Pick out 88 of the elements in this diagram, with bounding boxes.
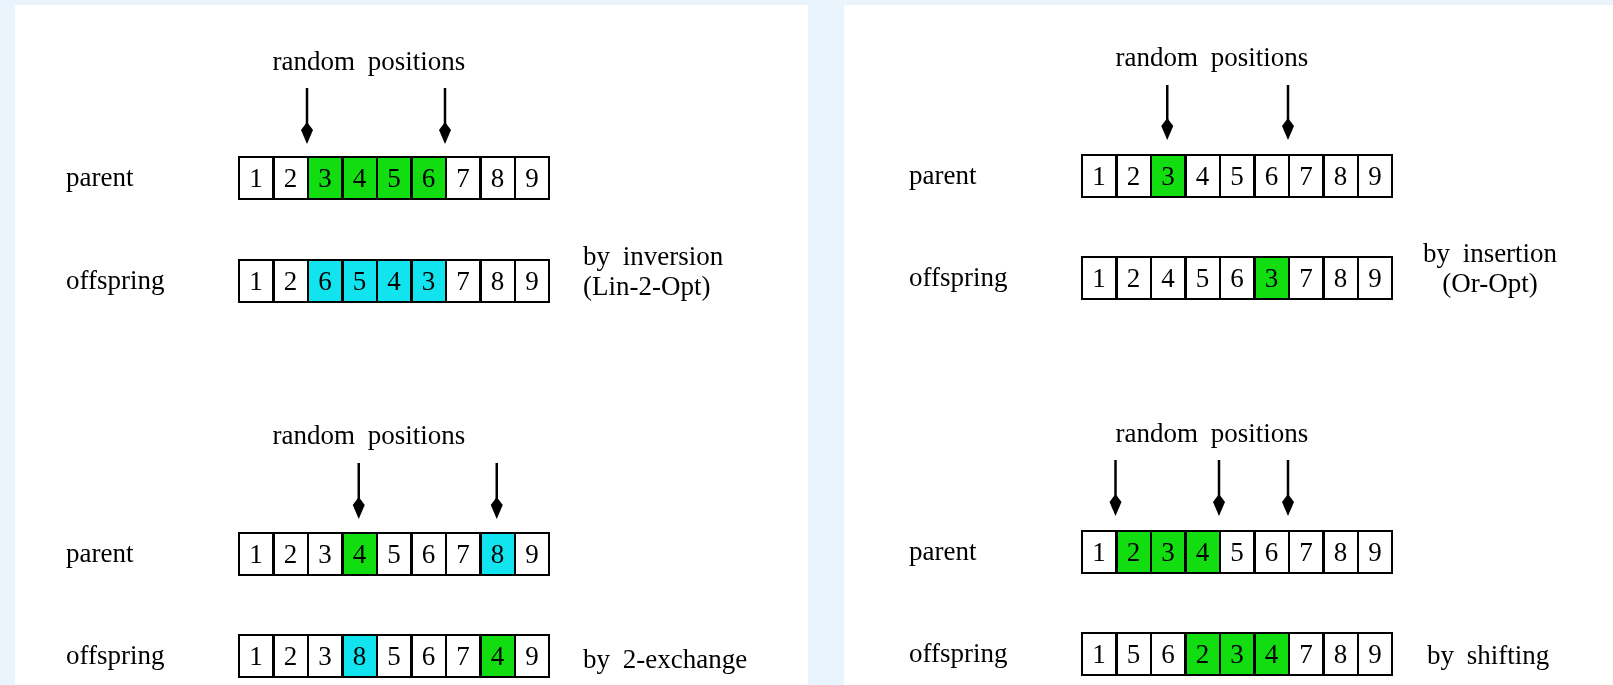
array-cell: 8 xyxy=(479,259,516,303)
row-label: parent xyxy=(66,538,134,568)
array-cell: 9 xyxy=(1357,632,1393,676)
row-label: offspring xyxy=(909,262,1008,292)
array-cell: 3 xyxy=(1253,256,1290,300)
array-cell: 2 xyxy=(1115,530,1152,574)
array-cell: 5 xyxy=(1115,632,1152,676)
array-cell: 6 xyxy=(1150,632,1186,676)
array-cell: 8 xyxy=(1322,530,1359,574)
array-cell: 7 xyxy=(445,634,481,678)
array-cell: 9 xyxy=(514,532,550,576)
array-cell: 1 xyxy=(1081,256,1117,300)
array-cell: 4 xyxy=(1184,530,1221,574)
array-cell: 6 xyxy=(1253,154,1290,198)
row-label: offspring xyxy=(66,640,165,670)
array-cell: 2 xyxy=(272,259,309,303)
heading: random positions xyxy=(272,420,466,450)
array-cell: 9 xyxy=(1357,154,1393,198)
array-cell: 7 xyxy=(1288,632,1324,676)
array-cell: 1 xyxy=(238,634,274,678)
array-cell: 5 xyxy=(376,532,412,576)
array-cell: 7 xyxy=(445,532,481,576)
array-cell: 3 xyxy=(1150,154,1186,198)
heading: random positions xyxy=(1115,42,1309,72)
array-cell: 6 xyxy=(307,259,343,303)
array-cell: 4 xyxy=(341,532,378,576)
array-cell: 2 xyxy=(1184,632,1221,676)
array-cell: 2 xyxy=(272,532,309,576)
array-cell: 2 xyxy=(272,634,309,678)
array-cell: 8 xyxy=(1322,632,1359,676)
array-cell: 5 xyxy=(376,156,412,200)
array-cell: 3 xyxy=(410,259,447,303)
array-cell: 8 xyxy=(479,532,516,576)
row-label: offspring xyxy=(66,265,165,295)
array-cell: 7 xyxy=(1288,530,1324,574)
row-label: parent xyxy=(909,536,977,566)
array-cell: 1 xyxy=(238,156,274,200)
method-caption: by 2-exchange xyxy=(583,644,749,674)
row-label: parent xyxy=(909,160,977,190)
array-cell: 8 xyxy=(479,156,516,200)
array-cell: 6 xyxy=(410,156,447,200)
heading: random positions xyxy=(1115,418,1309,448)
array-cell: 1 xyxy=(238,532,274,576)
array-cell: 7 xyxy=(1288,154,1324,198)
array-cell: 4 xyxy=(479,634,516,678)
array-cell: 2 xyxy=(1115,256,1152,300)
array-cell: 5 xyxy=(1219,154,1255,198)
array-cell: 2 xyxy=(1115,154,1152,198)
array-cell: 9 xyxy=(514,259,550,303)
array-cell: 3 xyxy=(307,532,343,576)
array-cell: 1 xyxy=(1081,154,1117,198)
array-cell: 7 xyxy=(445,259,481,303)
heading: random positions xyxy=(272,46,466,76)
array-cell: 6 xyxy=(410,532,447,576)
array-cell: 5 xyxy=(341,259,378,303)
array-cell: 1 xyxy=(1081,632,1117,676)
array-cell: 7 xyxy=(445,156,481,200)
array-cell: 6 xyxy=(1219,256,1255,300)
array-cell: 5 xyxy=(1184,256,1221,300)
array-cell: 6 xyxy=(1253,530,1290,574)
array-cell: 1 xyxy=(1081,530,1117,574)
method-caption: by insertion (Or-Opt) xyxy=(1421,238,1559,298)
array-cell: 4 xyxy=(376,259,412,303)
array-cell: 2 xyxy=(272,156,309,200)
array-cell: 4 xyxy=(1150,256,1186,300)
method-caption: by shifting xyxy=(1427,640,1551,670)
array-cell: 9 xyxy=(514,156,550,200)
array-cell: 5 xyxy=(1219,530,1255,574)
array-cell: 6 xyxy=(410,634,447,678)
array-cell: 4 xyxy=(1184,154,1221,198)
array-cell: 8 xyxy=(1322,256,1359,300)
array-cell: 9 xyxy=(514,634,550,678)
array-cell: 4 xyxy=(341,156,378,200)
array-cell: 5 xyxy=(376,634,412,678)
array-cell: 1 xyxy=(238,259,274,303)
array-cell: 4 xyxy=(1253,632,1290,676)
array-cell: 8 xyxy=(341,634,378,678)
row-label: parent xyxy=(66,162,134,192)
array-cell: 3 xyxy=(1219,632,1255,676)
method-caption: by inversion (Lin-2-Opt) xyxy=(583,241,725,301)
array-cell: 9 xyxy=(1357,256,1393,300)
array-cell: 7 xyxy=(1288,256,1324,300)
array-cell: 3 xyxy=(1150,530,1186,574)
array-cell: 3 xyxy=(307,634,343,678)
row-label: offspring xyxy=(909,638,1008,668)
array-cell: 9 xyxy=(1357,530,1393,574)
array-cell: 8 xyxy=(1322,154,1359,198)
array-cell: 3 xyxy=(307,156,343,200)
